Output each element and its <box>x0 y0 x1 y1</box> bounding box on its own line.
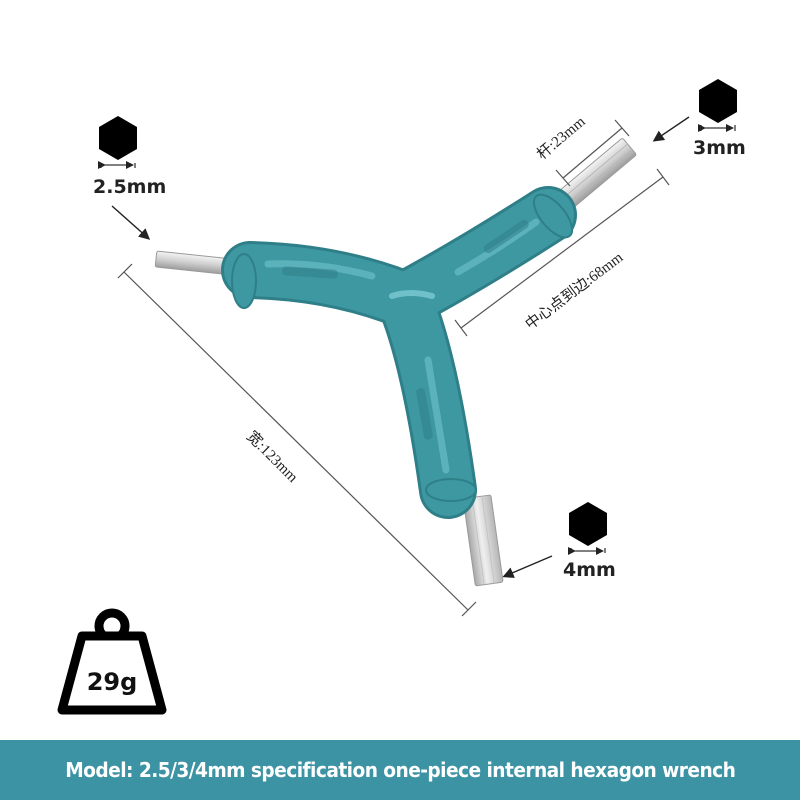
collar-bottom <box>425 478 477 502</box>
dimension-lines <box>117 119 670 617</box>
hex-callout-2-5mm: 2.5mm <box>93 116 166 240</box>
handle <box>221 186 577 519</box>
weight-label: 29g <box>87 668 138 696</box>
collar-left <box>231 253 257 309</box>
model-description: Model: 2.5/3/4mm specification one-piece… <box>64 758 736 782</box>
arrow-icon <box>111 205 151 240</box>
bit-3mm <box>549 138 637 217</box>
hex-size-label: 4mm <box>563 559 616 581</box>
hex-callout-3mm: 3mm <box>652 79 746 159</box>
hex-callout-4mm: 4mm <box>502 502 616 581</box>
arrow-icon <box>502 555 553 578</box>
collar-top-right <box>532 193 574 239</box>
arrow-icon <box>652 116 690 142</box>
y-wrench <box>154 138 637 587</box>
footer-banner: Model: 2.5/3/4mm specification one-piece… <box>0 740 800 800</box>
width-dimension-label: 宽:123mm <box>243 428 301 486</box>
hex-size-label: 3mm <box>693 137 746 159</box>
center-to-edge-label: 中心点到边:68mm <box>522 249 626 333</box>
weight-icon <box>57 608 167 715</box>
rod-dimension-label: 杆:23mm <box>534 113 589 163</box>
hexagon-icon <box>699 79 737 123</box>
hexagon-icon <box>99 116 137 160</box>
hex-size-label: 2.5mm <box>93 176 166 198</box>
bit-4mm <box>462 494 504 587</box>
hexagon-icon <box>569 502 607 546</box>
